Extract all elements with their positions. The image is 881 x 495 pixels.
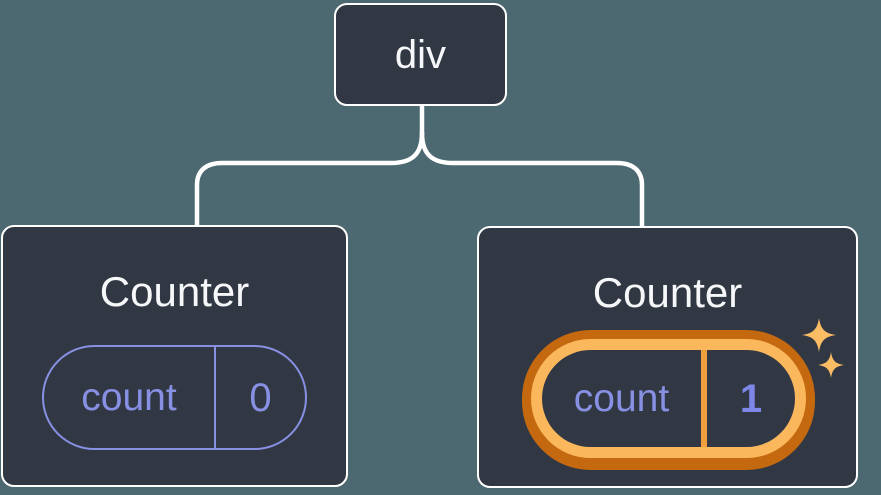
root-node-label: div [394, 32, 447, 77]
state-name-cell: count [44, 347, 216, 448]
counter-node-right: Counter count 1 [477, 226, 858, 488]
state-value-cell: 0 [216, 347, 305, 448]
state-value-cell: 1 [707, 350, 795, 447]
state-value: 0 [249, 375, 272, 420]
counter-left-title: Counter [99, 268, 250, 315]
state-pill-left: count 0 [42, 345, 307, 450]
counter-right-title: Counter [592, 269, 743, 316]
connector-left-branch [194, 130, 425, 229]
state-name-label: count [573, 377, 670, 420]
counter-node-left: Counter count 0 [1, 225, 348, 487]
state-pill-highlighted: count 1 [542, 350, 795, 447]
state-name-label: count [81, 376, 177, 419]
connector-right-branch [419, 130, 645, 229]
state-value: 1 [739, 376, 763, 421]
root-node-div: div [334, 3, 507, 106]
state-name-cell: count [542, 350, 707, 447]
